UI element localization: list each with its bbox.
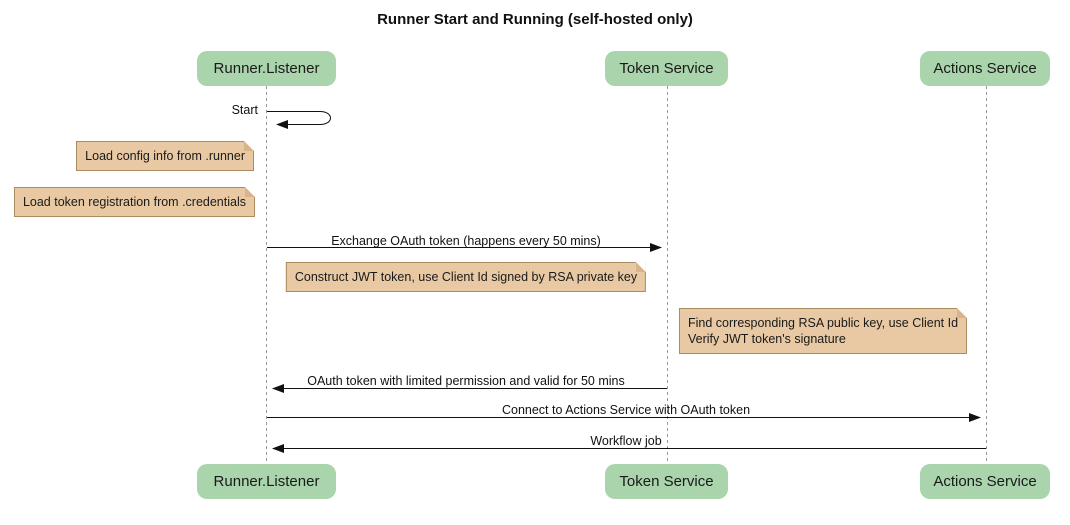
note-text: Construct JWT token, use Client Id signe… bbox=[294, 270, 638, 284]
actor-token-service-bottom: Token Service bbox=[605, 464, 728, 499]
note-construct-jwt: Construct JWT token, use Client Id signe… bbox=[285, 262, 647, 292]
actor-label: Actions Service bbox=[933, 473, 1037, 490]
note-text: Load token registration from .credential… bbox=[22, 195, 246, 209]
actor-label: Runner.Listener bbox=[213, 473, 320, 490]
message-label-start: Start bbox=[231, 103, 258, 117]
note-load-config: Load config info from .runner bbox=[76, 141, 254, 171]
message-label-oauth-return: OAuth token with limited permission and … bbox=[307, 374, 625, 388]
message-label-connect: Connect to Actions Service with OAuth to… bbox=[501, 403, 751, 417]
note-text: Load config info from .runner bbox=[85, 149, 245, 163]
note-fold-corner-icon bbox=[244, 141, 254, 151]
actor-actions-service-bottom: Actions Service bbox=[920, 464, 1050, 499]
actor-actions-service-top: Actions Service bbox=[920, 51, 1050, 86]
actor-label: Runner.Listener bbox=[213, 60, 320, 77]
actor-runner-listener-bottom: Runner.Listener bbox=[197, 464, 336, 499]
note-fold-corner-icon bbox=[957, 308, 968, 318]
message-label-workflow-job: Workflow job bbox=[590, 434, 662, 448]
actor-token-service-top: Token Service bbox=[605, 51, 728, 86]
actor-label: Token Service bbox=[619, 60, 714, 77]
self-message-arrow-start bbox=[267, 111, 331, 129]
message-label-exchange-oauth: Exchange OAuth token (happens every 50 m… bbox=[331, 234, 601, 248]
note-load-token-registration: Load token registration from .credential… bbox=[13, 187, 255, 217]
diagram-title: Runner Start and Running (self-hosted on… bbox=[377, 11, 693, 28]
actor-label: Actions Service bbox=[933, 60, 1037, 77]
note-verify-jwt: Find corresponding RSA public key, use C… bbox=[679, 308, 968, 354]
actor-runner-listener-top: Runner.Listener bbox=[197, 51, 336, 86]
actor-label: Token Service bbox=[619, 473, 714, 490]
note-text-line-2: Verify JWT token's signature bbox=[688, 332, 846, 346]
note-fold-corner-icon bbox=[636, 262, 647, 272]
note-text-line-1: Find corresponding RSA public key, use C… bbox=[688, 316, 959, 330]
note-fold-corner-icon bbox=[245, 187, 255, 197]
